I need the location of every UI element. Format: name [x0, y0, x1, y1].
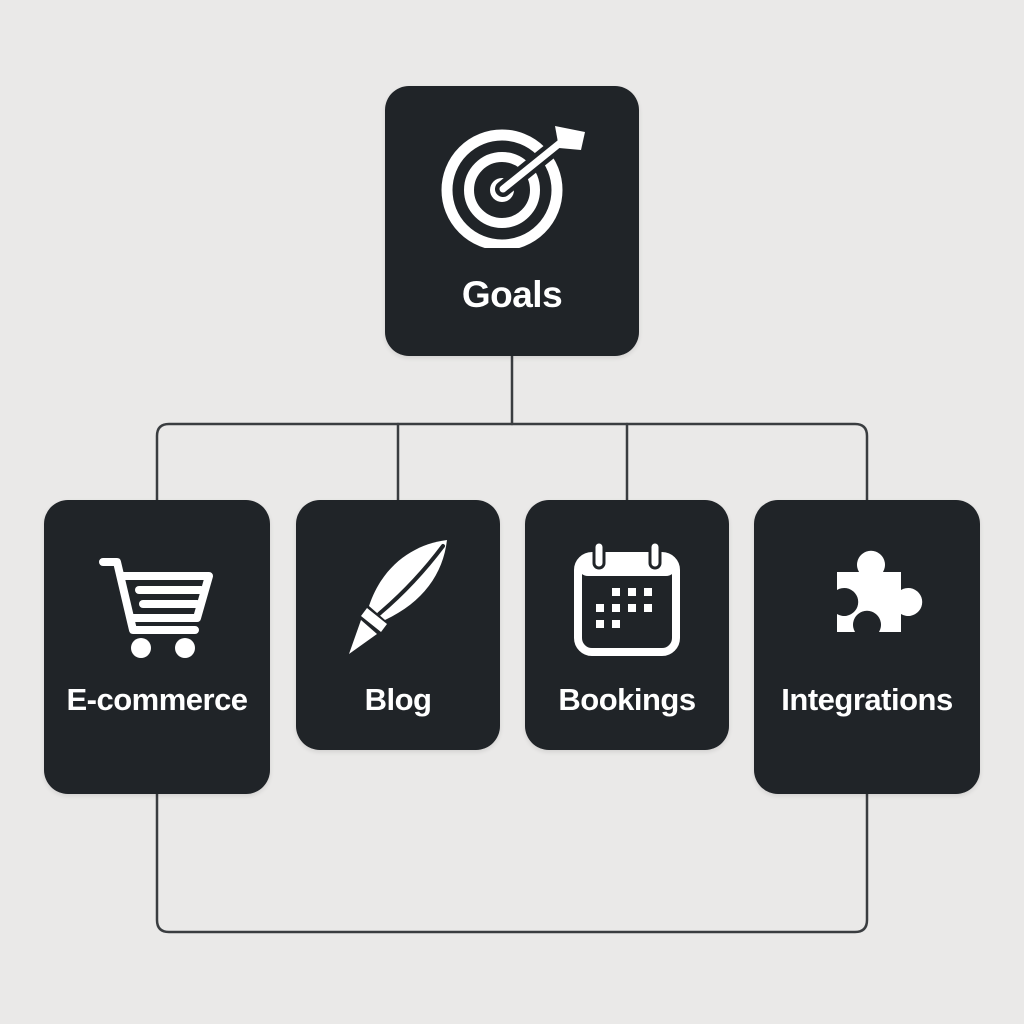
integrations-node[interactable]: Integrations — [754, 500, 980, 794]
quill-pen-icon — [349, 540, 447, 654]
goals-node[interactable]: Goals — [385, 86, 639, 356]
connector-bottom-loop — [155, 792, 869, 934]
blog-label: Blog — [364, 682, 432, 717]
ecommerce-label: E-commerce — [66, 682, 248, 717]
target-with-arrow-icon — [441, 126, 585, 248]
connector-top-bus — [155, 422, 869, 502]
calendar-icon — [574, 540, 680, 656]
puzzle-piece-icon — [837, 550, 923, 632]
integrations-label: Integrations — [781, 682, 953, 717]
ecommerce-node[interactable]: E-commerce — [44, 500, 270, 794]
goals-label: Goals — [461, 274, 563, 315]
bookings-node[interactable]: Bookings — [525, 500, 729, 750]
bookings-label: Bookings — [558, 682, 696, 717]
shopping-cart-icon — [99, 558, 213, 658]
blog-node[interactable]: Blog — [296, 500, 500, 750]
